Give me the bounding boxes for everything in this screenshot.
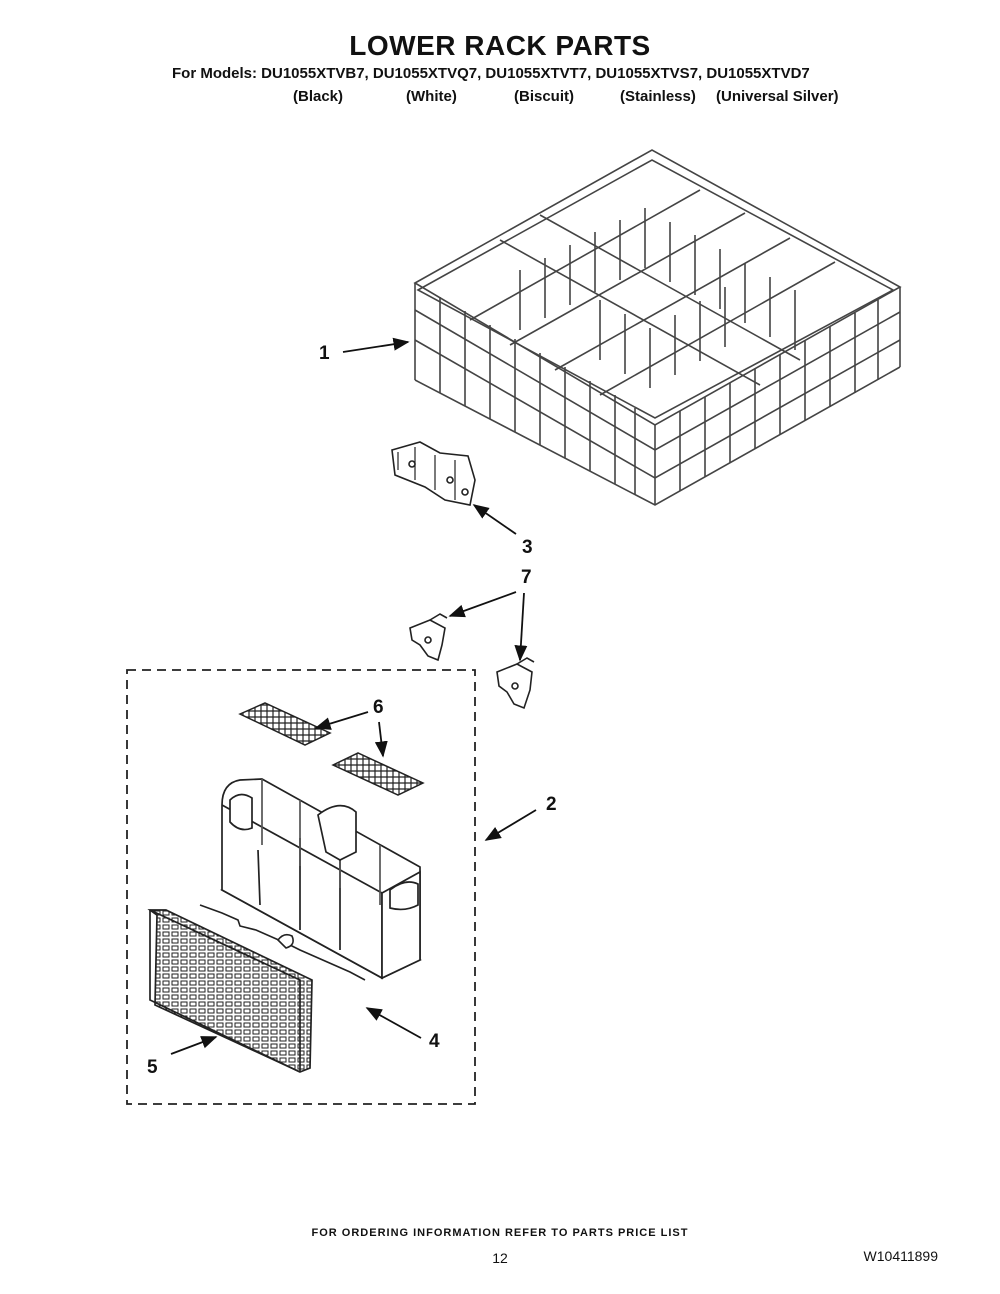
rack-clip	[391, 441, 476, 506]
callout-6: 6	[373, 697, 384, 718]
callout-7: 7	[521, 567, 532, 588]
lower-rack	[413, 149, 902, 506]
document-number: W10411899	[863, 1248, 938, 1264]
callout-1: 1	[319, 343, 330, 364]
color-white: (White)	[406, 88, 457, 105]
basket-wire	[199, 904, 366, 981]
basket-cover	[147, 909, 313, 1073]
color-black: (Black)	[293, 88, 344, 105]
callout-4: 4	[429, 1031, 440, 1052]
basket-lid-right	[331, 752, 425, 796]
callout-5: 5	[147, 1057, 158, 1078]
color-biscuit: (Biscuit)	[514, 88, 574, 105]
small-clip-left	[409, 613, 448, 662]
basket-lid-left	[238, 702, 332, 746]
basket-assembly-box	[126, 669, 476, 1105]
callout-2: 2	[546, 794, 557, 815]
page-title: LOWER RACK PARTS	[349, 30, 651, 61]
small-clip-right	[496, 657, 535, 710]
color-universal-silver: (Universal Silver)	[716, 88, 839, 105]
ordering-note: FOR ORDERING INFORMATION REFER TO PARTS …	[311, 1227, 689, 1239]
callout-arrows	[170, 337, 537, 1055]
models-line: For Models: DU1055XTVB7, DU1055XTVQ7, DU…	[172, 65, 810, 82]
callout-3: 3	[522, 537, 533, 558]
silverware-basket	[220, 778, 422, 980]
page-number: 12	[492, 1250, 508, 1266]
model-colors: (Black) (White) (Biscuit) (Stainless) (U…	[0, 88, 1000, 108]
color-stainless: (Stainless)	[620, 88, 696, 105]
